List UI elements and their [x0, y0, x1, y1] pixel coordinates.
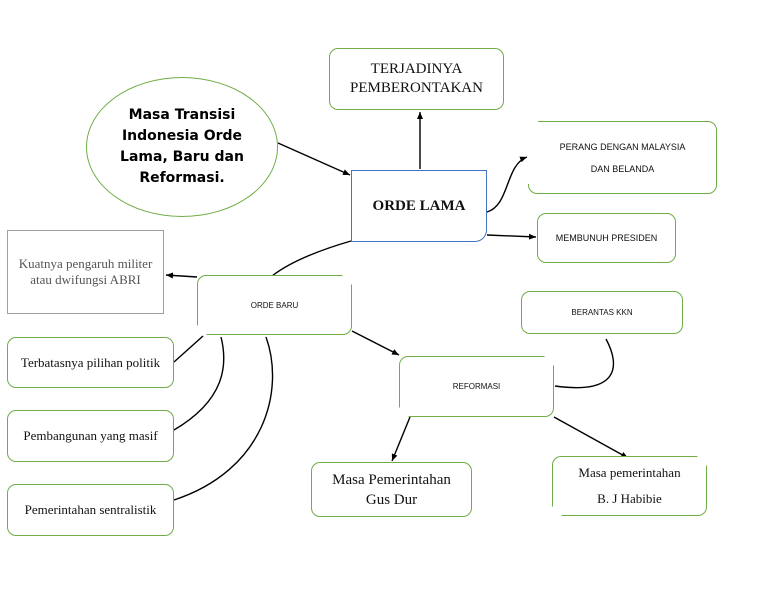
edge-orde-baru-to-reformasi — [351, 330, 400, 356]
edge-orde-baru-to-pembangunan — [173, 336, 225, 431]
edge-reformasi-to-habibie — [553, 416, 629, 459]
node-label: BERANTAS KKN — [571, 308, 633, 317]
node-label: ORDE BARU — [250, 300, 299, 310]
reformasi-node: REFORMASI — [399, 356, 554, 417]
gus-dur-node: Masa Pemerintahan Gus Dur — [311, 462, 472, 517]
edge-orde-baru-to-sentral — [173, 336, 274, 501]
node-line: PERANG DENGAN MALAYSIA — [559, 141, 686, 152]
orde-lama-node: ORDE LAMA — [351, 170, 487, 242]
edge-orde-lama-to-perang — [486, 156, 528, 213]
berantas-kkn-node: BERANTAS KKN — [521, 291, 683, 334]
pembangunan-node: Pembangunan yang masif — [7, 410, 174, 462]
edge-title-to-orde-lama — [277, 142, 351, 176]
title-ellipse: Masa Transisi Indonesia Orde Lama, Baru … — [86, 77, 278, 217]
edge-orde-lama-to-membunuh — [486, 233, 537, 240]
title-line: Masa Transisi — [128, 107, 236, 123]
orde-baru-node: ORDE BARU — [197, 275, 352, 335]
node-label: Terbatasnya pilihan politik — [20, 354, 161, 370]
sentralistik-node: Pemerintahan sentralistik — [7, 484, 174, 536]
pemberontakan-node: TERJADINYA PEMBERONTAKAN — [329, 48, 504, 110]
node-line: PEMBERONTAKAN — [350, 80, 483, 96]
edge-orde-baru-to-terbatas — [173, 335, 204, 363]
habibie-node: Masa pemerintahan B. J Habibie — [552, 456, 707, 516]
node-line: B. J Habibie — [597, 491, 662, 506]
orde-lama-label: ORDE LAMA — [372, 197, 466, 214]
node-line: TERJADINYA — [370, 61, 463, 77]
title-line: Indonesia Orde — [121, 128, 243, 144]
edge-orde-lama-to-orde-baru — [271, 240, 352, 277]
membunuh-presiden-node: MEMBUNUH PRESIDEN — [537, 213, 676, 263]
edge-reformasi-to-gusdur — [391, 416, 411, 462]
node-label: MEMBUNUH PRESIDEN — [555, 233, 658, 243]
node-line: atau dwifungsi ABRI — [30, 272, 141, 287]
node-line: Gus Dur — [365, 491, 418, 508]
node-line: DAN BELANDA — [590, 163, 655, 174]
terbatas-pilihan-node: Terbatasnya pilihan politik — [7, 337, 174, 388]
node-label: Pembangunan yang masif — [23, 428, 158, 443]
node-label: Pemerintahan sentralistik — [24, 502, 157, 517]
edge-orde-baru-to-kuatnya — [165, 272, 198, 279]
node-line: Masa Pemerintahan — [332, 471, 451, 488]
kuatnya-militer-node: Kuatnya pengaruh militer atau dwifungsi … — [7, 230, 164, 314]
perang-node: PERANG DENGAN MALAYSIA DAN BELANDA — [528, 121, 717, 194]
title-line: Reformasi. — [139, 170, 225, 186]
edge-reformasi-to-berantas — [554, 338, 615, 389]
node-line: Kuatnya pengaruh militer — [18, 256, 153, 271]
node-label: REFORMASI — [452, 382, 501, 391]
title-line: Lama, Baru dan — [120, 149, 244, 165]
node-line: Masa pemerintahan — [578, 465, 681, 480]
